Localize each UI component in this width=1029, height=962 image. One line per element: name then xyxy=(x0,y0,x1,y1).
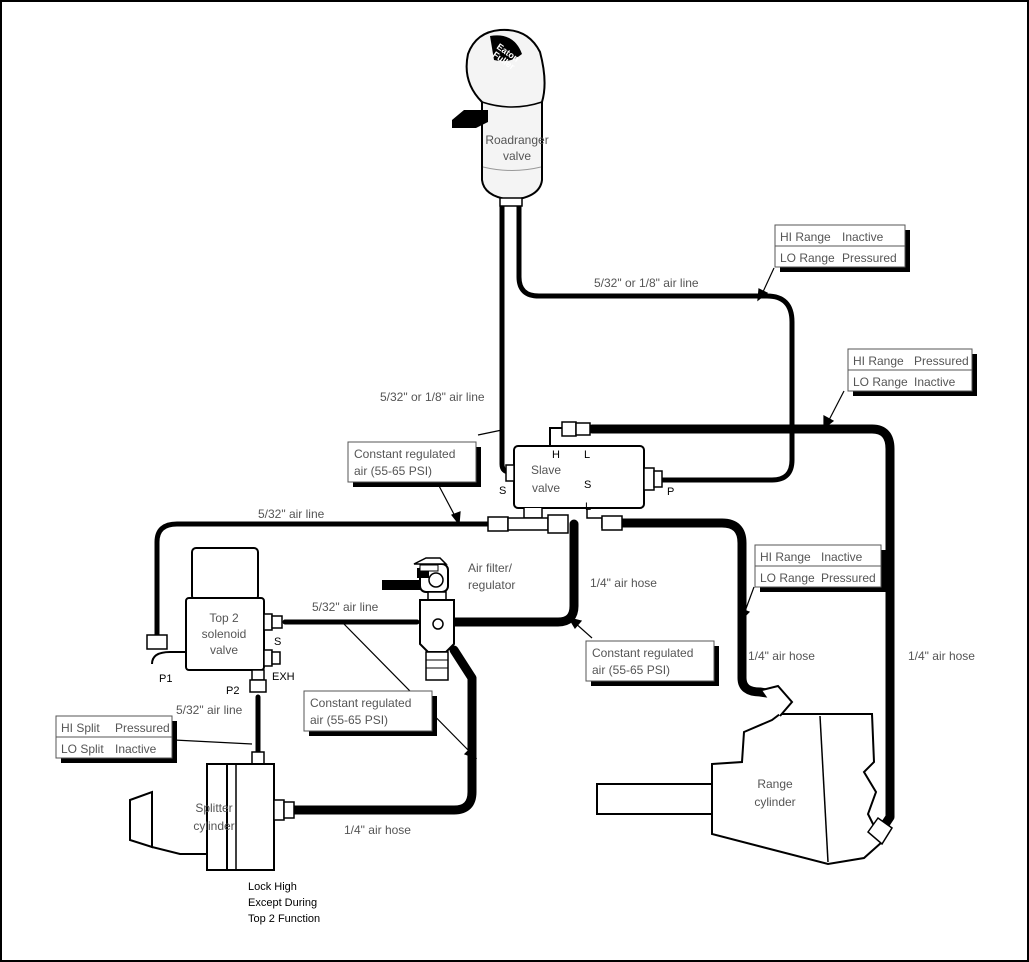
callout-range-p: HI Range Inactive LO Range Pressured xyxy=(774,224,910,272)
callout-range-hi: HI Range Pressured LO Range Inactive xyxy=(847,348,977,396)
label-filter-to-slave: 1/4" air hose xyxy=(590,576,657,590)
callout-split: HI Split Pressured LO Split Inactive xyxy=(55,715,177,763)
line-filter-to-splitter xyxy=(287,645,477,815)
solenoid-port-p2: P2 xyxy=(226,685,239,697)
line-roadranger-to-slave-s xyxy=(499,199,517,475)
label-roadranger-to-slave-s: 5/32" or 1/8" air line xyxy=(380,390,485,404)
slave-port-s-left: S xyxy=(499,485,506,497)
roadranger-label-line1: Roadranger xyxy=(485,133,548,147)
box-const2-line1: Constant regulated xyxy=(592,646,693,660)
line-roadranger-to-slave-p xyxy=(516,199,795,483)
range-selector-lever-icon xyxy=(452,110,488,128)
callout-constant-air-3: Constant regulated air (55-65 PSI) xyxy=(303,690,437,736)
box-const3-line2: air (55-65 PSI) xyxy=(310,713,388,727)
splitter-note-line2: Except During xyxy=(248,897,317,909)
filter-label-line1: Air filter/ xyxy=(468,561,513,575)
box-range-hi-row1-a: HI Range xyxy=(853,354,904,368)
box-const1-line2: air (55-65 PSI) xyxy=(354,464,432,478)
splitter-note-line3: Top 2 Function xyxy=(248,913,320,925)
splitter-label-line1: Splitter xyxy=(195,801,232,815)
callout-leaders xyxy=(173,267,845,760)
label-slave-to-range-hi: 1/4" air hose xyxy=(908,649,975,663)
box-range-p-row1-b: Inactive xyxy=(842,230,884,244)
box-range-hi-row2-a: LO Range xyxy=(853,375,908,389)
air-filter-regulator: Air filter/ regulator xyxy=(382,557,515,681)
solenoid-port-exh: EXH xyxy=(272,671,295,683)
slave-label-line2: valve xyxy=(532,481,560,495)
slave-port-h: H xyxy=(552,449,560,461)
solenoid-label-line1: Top 2 xyxy=(209,611,239,625)
callout-constant-air-1: Constant regulated air (55-65 PSI) xyxy=(347,441,481,487)
solenoid-label-line3: valve xyxy=(210,643,238,657)
box-const3-line1: Constant regulated xyxy=(310,696,411,710)
box-split-row1-b: Pressured xyxy=(115,721,170,735)
line-slave-to-range-hi xyxy=(587,424,895,837)
roadranger-valve: Eaton Fuller Roadranger valve xyxy=(452,28,549,207)
filter-label-line2: regulator xyxy=(468,578,515,592)
label-filter-to-solenoid: 5/32" air line xyxy=(312,600,379,614)
box-range-hi-row2-b: Inactive xyxy=(914,375,956,389)
range-label-line2: cylinder xyxy=(754,795,795,809)
box-range-hi-row1-b: Pressured xyxy=(914,354,969,368)
slave-port-p: P xyxy=(667,486,674,498)
box-range-p-row2-b: Pressured xyxy=(842,251,897,265)
line-labels: 5/32" or 1/8" air line 5/32" or 1/8" air… xyxy=(176,276,975,837)
box-range-p-row2-a: LO Range xyxy=(780,251,835,265)
line-to-solenoid-p1 xyxy=(154,521,495,640)
box-split-row2-b: Inactive xyxy=(115,742,157,756)
splitter-label-line2: cylinder xyxy=(193,819,234,833)
range-cylinder: Range cylinder xyxy=(596,684,894,866)
splitter-note-line1: Lock High xyxy=(248,881,297,893)
box-range-l-row1-b: Inactive xyxy=(821,550,863,564)
slave-port-l-bottom: L xyxy=(585,501,591,513)
range-label-line1: Range xyxy=(757,777,793,791)
label-to-solenoid-p1: 5/32" air line xyxy=(258,507,325,521)
box-range-l-row2-b: Pressured xyxy=(821,571,876,585)
label-solenoid-to-splitter: 5/32" air line xyxy=(176,703,243,717)
solenoid-label-line2: solenoid xyxy=(202,627,247,641)
label-slave-to-range-lo: 1/4" air hose xyxy=(748,649,815,663)
box-range-l-row1-a: HI Range xyxy=(760,550,811,564)
solenoid-port-s: S xyxy=(274,636,281,648)
splitter-cylinder: Splitter cylinder Lock High Except Durin… xyxy=(129,751,320,925)
box-range-l-row2-a: LO Range xyxy=(760,571,815,585)
label-filter-to-splitter: 1/4" air hose xyxy=(344,823,411,837)
label-roadranger-to-slave-p: 5/32" or 1/8" air line xyxy=(594,276,699,290)
slave-valve: Slave valve H L S S L P xyxy=(487,421,674,534)
slave-port-s-mid: S xyxy=(584,479,591,491)
box-range-p-row1-a: HI Range xyxy=(780,230,831,244)
box-const1-line1: Constant regulated xyxy=(354,447,455,461)
slave-label-line1: Slave xyxy=(531,463,561,477)
solenoid-port-p1: P1 xyxy=(159,673,172,685)
top2-solenoid-valve: Top 2 solenoid valve S EXH P1 P2 xyxy=(146,547,295,697)
roadranger-label-line2: valve xyxy=(503,149,531,163)
slave-port-l-top: L xyxy=(584,449,590,461)
box-split-row2-a: LO Split xyxy=(61,742,104,756)
box-const2-line2: air (55-65 PSI) xyxy=(592,663,670,677)
callout-constant-air-2: Constant regulated air (55-65 PSI) xyxy=(585,640,719,686)
box-split-row1-a: HI Split xyxy=(61,721,100,735)
callout-range-l: HI Range Inactive LO Range Pressured xyxy=(754,544,886,592)
